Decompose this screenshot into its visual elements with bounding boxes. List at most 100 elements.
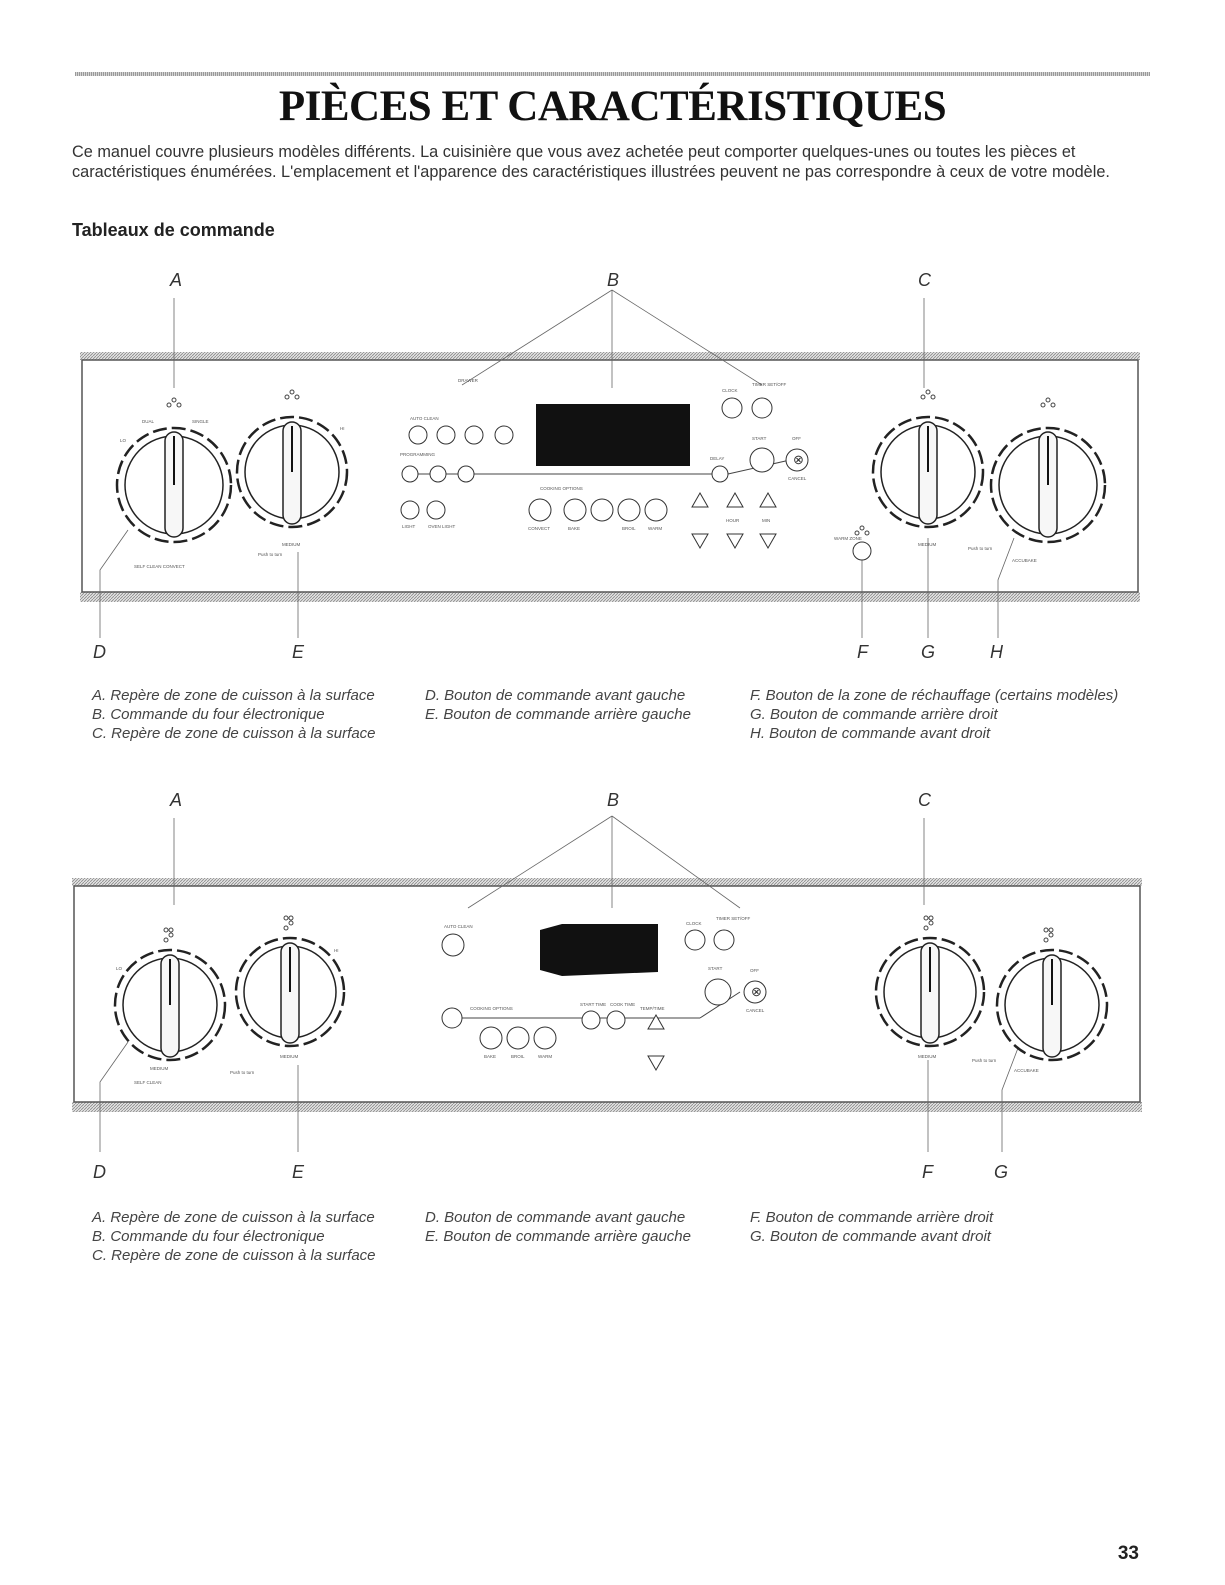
- timer-label: TIMER SET/OFF: [752, 382, 787, 387]
- broil-button[interactable]: [506, 1026, 530, 1050]
- caption-line: A. Repère de zone de cuisson à la surfac…: [92, 1209, 375, 1226]
- warm-zone-knob[interactable]: [852, 541, 872, 561]
- warm-button[interactable]: [644, 498, 668, 522]
- drawer-warm-button[interactable]: [464, 425, 484, 445]
- cancel-x-icon: ⊗: [793, 452, 804, 467]
- prog-step-button[interactable]: [401, 465, 419, 483]
- min-down-arrow-icon[interactable]: [759, 533, 777, 550]
- caption-line: F. Bouton de commande arrière droit: [750, 1209, 994, 1226]
- start-label: START: [752, 436, 767, 441]
- clock-icon[interactable]: [721, 397, 743, 419]
- auto-clean-button[interactable]: [441, 933, 465, 957]
- single-label: SINGLE: [192, 419, 209, 424]
- warm-button[interactable]: [533, 1026, 557, 1050]
- figure1-caption-col1: A. Repère de zone de cuisson à la surfac…: [92, 686, 376, 743]
- warm-label: WARM: [538, 1054, 552, 1059]
- oven-light-button[interactable]: [426, 500, 446, 520]
- page-title: PIÈCES ET CARACTÉRISTIQUES: [278, 83, 947, 130]
- start-button[interactable]: [749, 447, 775, 473]
- figure2-caption-col3: F. Bouton de commande arrière droit G. B…: [750, 1208, 993, 1246]
- drawer-off-button[interactable]: [494, 425, 514, 445]
- top-rule: [75, 72, 1150, 76]
- right-front-knob[interactable]: [989, 397, 1107, 544]
- cook-time-button[interactable]: [606, 1010, 626, 1030]
- caption-line: H. Bouton de commande avant droit: [750, 725, 991, 742]
- left-rear-knob[interactable]: [234, 915, 346, 1048]
- prog-select-button[interactable]: [457, 465, 475, 483]
- temp-down-arrow-icon[interactable]: [691, 533, 709, 550]
- self-clean-label: SELF CLEAN: [134, 1080, 162, 1085]
- callout-letter-g: G: [921, 642, 935, 662]
- push-to-turn-label-right: Push to turn: [968, 546, 993, 551]
- callout-letter-c: C: [918, 790, 932, 810]
- start-time-button[interactable]: [581, 1010, 601, 1030]
- panel-bottom-edge: [72, 1102, 1142, 1112]
- temp-up-arrow-icon[interactable]: [691, 491, 709, 508]
- auto-clean-label: AUTO CLEAN: [444, 924, 473, 929]
- hour-up-arrow-icon[interactable]: [726, 491, 744, 508]
- lo-label: LO: [116, 966, 123, 971]
- prog-reheat-button[interactable]: [429, 465, 447, 483]
- delay-button[interactable]: [711, 465, 729, 483]
- self-clean-convect-label: SELF CLEAN CONVECT: [134, 564, 185, 569]
- off-label: OFF: [750, 968, 759, 973]
- min-up-arrow-icon[interactable]: [759, 491, 777, 508]
- broil-button[interactable]: [617, 498, 641, 522]
- cancel-off-button[interactable]: [785, 448, 809, 472]
- broil-label: BROIL: [622, 526, 636, 531]
- min-label: MIN: [762, 518, 770, 523]
- cook-time-label: COOK TIME: [610, 1002, 635, 1007]
- cancel-off-button[interactable]: [743, 980, 767, 1004]
- broil-label: BROIL: [511, 1054, 525, 1059]
- caption-line: E. Bouton de commande arrière gauche: [425, 1228, 691, 1245]
- accubake-label: ACCUBAKE: [1014, 1068, 1039, 1073]
- left-front-knob[interactable]: [113, 927, 227, 1062]
- right-rear-knob[interactable]: [874, 915, 986, 1048]
- callout-letter-f: F: [857, 642, 869, 662]
- light-icon-button[interactable]: [400, 500, 420, 520]
- right-front-knob[interactable]: [995, 927, 1109, 1062]
- callout-letter-e: E: [292, 642, 305, 662]
- timer-icon[interactable]: [713, 929, 735, 951]
- clock-label: CLOCK: [686, 921, 702, 926]
- temp-up-arrow-icon[interactable]: [647, 1013, 665, 1030]
- auto-clean-button[interactable]: [408, 425, 428, 445]
- medium-label-right: MEDIUM: [918, 542, 936, 547]
- self-clean-lock-button[interactable]: [436, 425, 456, 445]
- caption-line: B. Commande du four électronique: [92, 1228, 325, 1245]
- delay-label: DELAY: [710, 456, 724, 461]
- programming-label: PROGRAMMING: [400, 452, 436, 457]
- medium-label-left: MEDIUM: [150, 1066, 168, 1071]
- temp-time-label: TEMP/TIME: [640, 1006, 665, 1011]
- control-panel-diagram-2: ⊗ SELF CLEAN ACCUBAKE COOKING OPTIONS ST…: [72, 790, 1142, 1182]
- timer-icon[interactable]: [751, 397, 773, 419]
- callout-letter-b: B: [607, 270, 619, 290]
- start-button[interactable]: [704, 978, 732, 1006]
- caption-line: F. Bouton de la zone de réchauffage (cer…: [750, 687, 1119, 704]
- cookie-button[interactable]: [590, 498, 614, 522]
- callout-letter-d: D: [93, 1162, 106, 1182]
- convect-fan-icon[interactable]: [528, 498, 552, 522]
- bake-button[interactable]: [479, 1026, 503, 1050]
- left-front-knob[interactable]: [115, 397, 233, 544]
- temp-down-arrow-icon[interactable]: [647, 1055, 665, 1072]
- cancel-label: CANCEL: [746, 1008, 765, 1013]
- section-heading: Tableaux de commande: [72, 220, 275, 240]
- left-rear-knob[interactable]: [235, 389, 349, 529]
- caption-line: A. Repère de zone de cuisson à la surfac…: [92, 687, 375, 704]
- caption-line: D. Bouton de commande avant gauche: [425, 1209, 686, 1226]
- right-rear-knob[interactable]: [871, 389, 985, 529]
- cooking-options-label: COOKING OPTIONS: [470, 1006, 513, 1011]
- panel-top-edge: [80, 352, 1140, 360]
- convect-label: CONVECT: [528, 526, 550, 531]
- bake-button[interactable]: [563, 498, 587, 522]
- callout-letter-b: B: [607, 790, 619, 810]
- hour-down-arrow-icon[interactable]: [726, 533, 744, 550]
- cooking-options-label: COOKING OPTIONS: [540, 486, 583, 491]
- control-panel-diagram-1: ⊗ SELF CLEAN CONVECT ACCUBAKE DRAWER PRO…: [80, 270, 1140, 662]
- clock-icon[interactable]: [684, 929, 706, 951]
- control-panel: [81, 359, 1139, 593]
- lock-button[interactable]: [441, 1007, 463, 1029]
- intro-paragraph: Ce manuel couvre plusieurs modèles diffé…: [72, 143, 1110, 181]
- accubake-label: ACCUBAKE: [1012, 558, 1037, 563]
